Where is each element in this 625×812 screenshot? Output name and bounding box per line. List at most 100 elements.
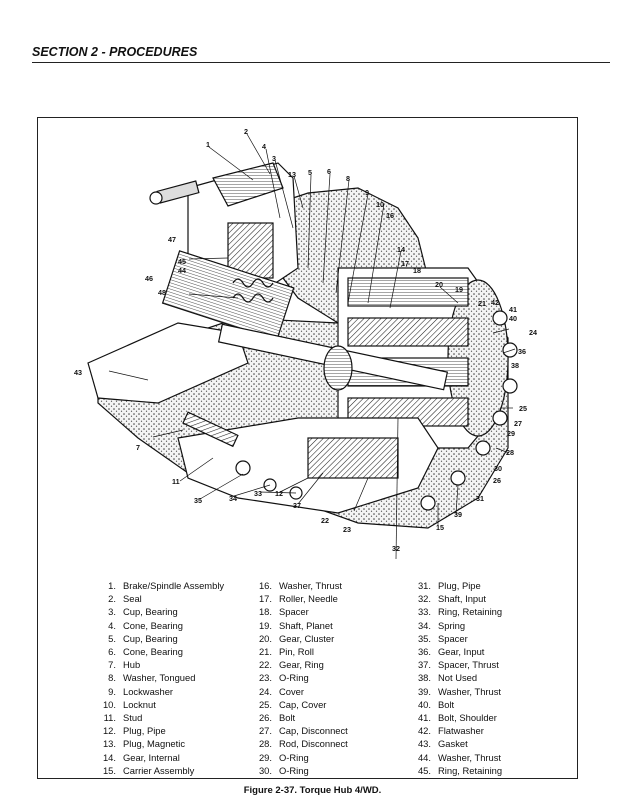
legend-item: 23.O-Ring: [251, 671, 402, 684]
legend-number: 22.: [258, 659, 272, 671]
legend-item: 5.Cup, Bearing: [95, 632, 243, 645]
callout-48: 48: [158, 288, 166, 297]
legend-number: 18.: [258, 606, 272, 618]
callout-8: 8: [346, 174, 350, 183]
legend-label: Cone, Bearing: [123, 619, 183, 631]
legend-item: 32.Shaft, Input: [410, 592, 560, 605]
legend-number: 17.: [258, 593, 272, 605]
legend-label: Cone, Bearing: [123, 646, 183, 658]
callout-27: 27: [514, 419, 522, 428]
legend-number: 10.: [102, 698, 116, 710]
legend-item: 3.Cup, Bearing: [95, 605, 243, 618]
legend-item: 13.Plug, Magnetic: [95, 737, 243, 750]
callout-46: 46: [145, 274, 153, 283]
callout-12: 12: [275, 489, 283, 498]
callout-43: 43: [74, 368, 82, 377]
callout-6: 6: [327, 167, 331, 176]
legend-item: 17.Roller, Needle: [251, 592, 402, 605]
legend-number: 19.: [258, 619, 272, 631]
legend-label: Cup, Bearing: [123, 632, 178, 644]
legend-number: 36.: [417, 646, 431, 658]
legend-label: Gear, Internal: [123, 751, 180, 763]
legend-label: Plug, Pipe: [438, 580, 481, 591]
callout-5: 5: [308, 168, 312, 177]
legend-item: 14. Gear, Internal: [95, 751, 243, 764]
legend-label: Washer, Thrust: [438, 751, 502, 763]
callout-16: 16: [386, 211, 394, 220]
legend-number: 35.: [417, 632, 431, 644]
callout-25: 25: [519, 404, 527, 413]
legend-label: Hub: [123, 659, 141, 671]
legend-label: Spacer: [279, 606, 309, 618]
legend-number: 42.: [417, 725, 431, 737]
torque-hub-drawing: 1 2 4 3 13 5 6 8 9 10 16 47 45 44 46 48 …: [74, 127, 537, 560]
callout-13: 13: [288, 170, 296, 179]
legend-number: 9.: [108, 685, 116, 697]
legend-number: 33.: [417, 606, 431, 618]
callout-37: 37: [293, 501, 301, 510]
callout-7: 7: [136, 443, 140, 452]
legend-label: Washer, Tongued: [123, 672, 196, 684]
legend-label: Ring, Retaining: [438, 764, 503, 776]
callout-47: 47: [168, 235, 176, 244]
callout-29: 29: [507, 429, 515, 438]
legend-label: Gear, Ring: [279, 659, 324, 671]
leader-lines: [108, 133, 516, 560]
callout-44: 44: [178, 266, 186, 275]
callout-3: 3: [272, 154, 276, 163]
legend-label: Not Used: [438, 672, 478, 684]
legend-number: 1.: [108, 580, 116, 591]
legend-number: 34.: [417, 619, 431, 631]
legend-label: Cap, Cover: [279, 698, 327, 710]
legend-label: Rod, Disconnect: [279, 738, 348, 750]
callout-33: 33: [254, 489, 262, 498]
legend-number: 27.: [258, 725, 272, 737]
legend-number: 14.: [102, 751, 116, 763]
legend-label: Cover: [279, 685, 305, 697]
legend-item: 26.Bolt: [251, 711, 402, 724]
legend-label: Cap, Disconnect: [279, 725, 348, 737]
legend-item: 37.Spacer, Thrust: [410, 658, 560, 671]
callout-42: 42: [491, 298, 499, 307]
legend-label: Washer, Thrust: [279, 580, 343, 591]
callout-14: 14: [397, 245, 405, 254]
legend-label: Plug, Magnetic: [123, 738, 186, 750]
legend-item: 20.Gear, Cluster: [251, 632, 402, 645]
legend-item: 36.Gear, Input: [410, 645, 560, 658]
legend-label: Plug, Pipe: [123, 725, 166, 737]
callout-20: 20: [435, 280, 443, 289]
legend-number: 23.: [258, 672, 272, 684]
legend-item: 16.Washer, Thrust: [251, 579, 402, 592]
callout-39: 39: [454, 510, 462, 519]
legend-number: 3.: [108, 606, 116, 618]
legend-item: 42. Flatwasher: [410, 724, 560, 737]
legend-item: 9.Lockwasher: [95, 685, 243, 698]
legend-item: 25.Cap, Cover: [251, 698, 402, 711]
callout-38: 38: [511, 361, 519, 370]
legend-item: 4.Cone, Bearing: [95, 619, 243, 632]
legend-item: 43.Gasket: [410, 737, 560, 750]
legend-item: 15.Carrier Assembly: [95, 764, 243, 777]
legend-item: 19.Shaft, Planet: [251, 619, 402, 632]
legend-label: Shaft, Input: [438, 593, 486, 605]
legend-number: 12.: [102, 725, 116, 737]
legend-item: 1.Brake/Spindle Assembly: [95, 579, 243, 592]
legend-item: 39.Washer, Thrust: [410, 685, 560, 698]
callout-19: 19: [455, 285, 463, 294]
legend-number: 7.: [108, 659, 116, 671]
legend-number: 28.: [258, 738, 272, 750]
legend-column-1: 1.Brake/Spindle Assembly 2.Seal 3.Cup, B…: [95, 579, 243, 777]
callout-34: 34: [229, 494, 237, 503]
callout-17: 17: [401, 259, 409, 268]
legend-number: 15.: [102, 764, 116, 776]
legend-label: Spring: [438, 619, 466, 631]
legend-label: Stud: [123, 712, 143, 724]
legend-label: Gasket: [438, 738, 468, 750]
legend-number: 21.: [258, 646, 272, 658]
callout-24: 24: [529, 328, 537, 337]
legend-number: 40.: [417, 698, 431, 710]
legend-number: 37.: [417, 659, 431, 671]
legend-label: Gear, Cluster: [279, 632, 335, 644]
legend-label: Flatwasher: [438, 725, 484, 737]
section-header: SECTION 2 - PROCEDURES: [32, 45, 198, 59]
